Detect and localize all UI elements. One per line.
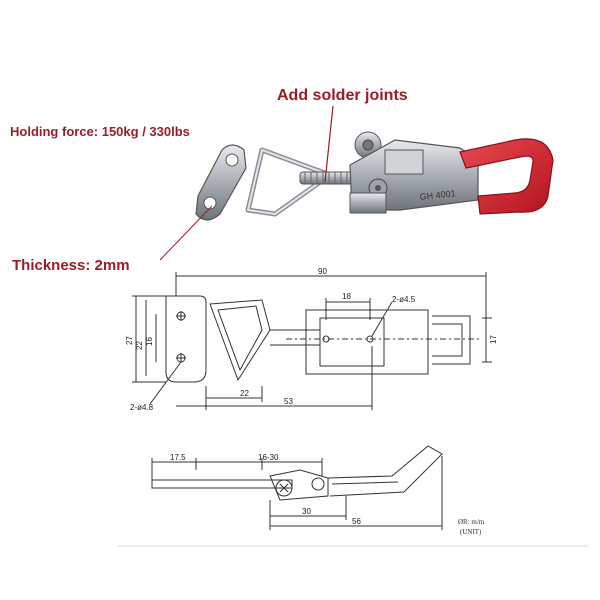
dim-plate-outer: 27 [125, 336, 134, 345]
hole-spec-right: 2-ø4.5 [392, 295, 416, 304]
dim-56: 56 [352, 517, 361, 526]
holding-force-label: Holding force: 150kg / 330lbs [10, 124, 190, 139]
dim-30: 30 [302, 507, 311, 516]
dim-53: 53 [284, 397, 293, 406]
unit-note: ØR: m/m [458, 518, 485, 526]
thickness-label: Thickness: 2mm [12, 257, 130, 274]
dim-slot: 18 [342, 292, 351, 301]
solder-pointer [324, 105, 334, 183]
unit-label: (UNIT) [460, 528, 482, 536]
latch-base-plate [195, 144, 247, 221]
thickness-pointer [159, 205, 213, 261]
dim-overall: 90 [318, 267, 327, 276]
dim-plate-mid: 22 [135, 341, 144, 350]
hole-spec-left: 2-ø4.8 [130, 403, 154, 412]
dim-handle-width: 17 [489, 335, 498, 344]
side-view-drawing [151, 445, 443, 530]
dim-plate-inner: 16 [145, 337, 154, 346]
dim-17-5: 17.5 [170, 453, 186, 462]
dim-16-30: 16-30 [258, 453, 279, 462]
part-marking: GH 4001 [419, 188, 456, 202]
solder-joints-label: Add solder joints [277, 87, 408, 104]
top-view-drawing [132, 272, 492, 410]
latch-body: GH 4001 [349, 139, 479, 214]
dim-22: 22 [240, 389, 249, 398]
wire-loop [245, 147, 333, 217]
red-handle [459, 138, 554, 215]
